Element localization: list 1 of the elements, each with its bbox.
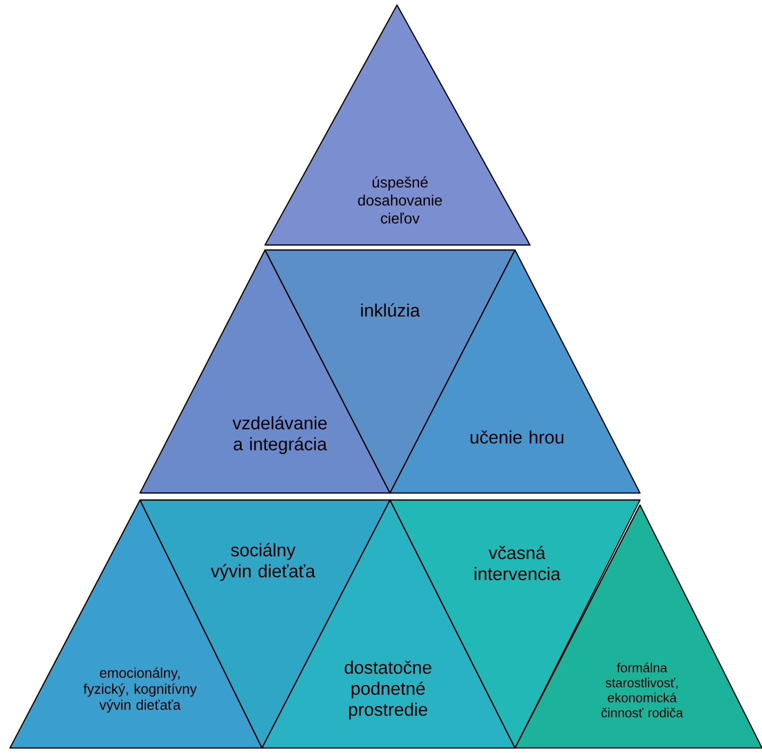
triangle-block: úspešné dosahovanie cieľov xyxy=(264,4,531,246)
